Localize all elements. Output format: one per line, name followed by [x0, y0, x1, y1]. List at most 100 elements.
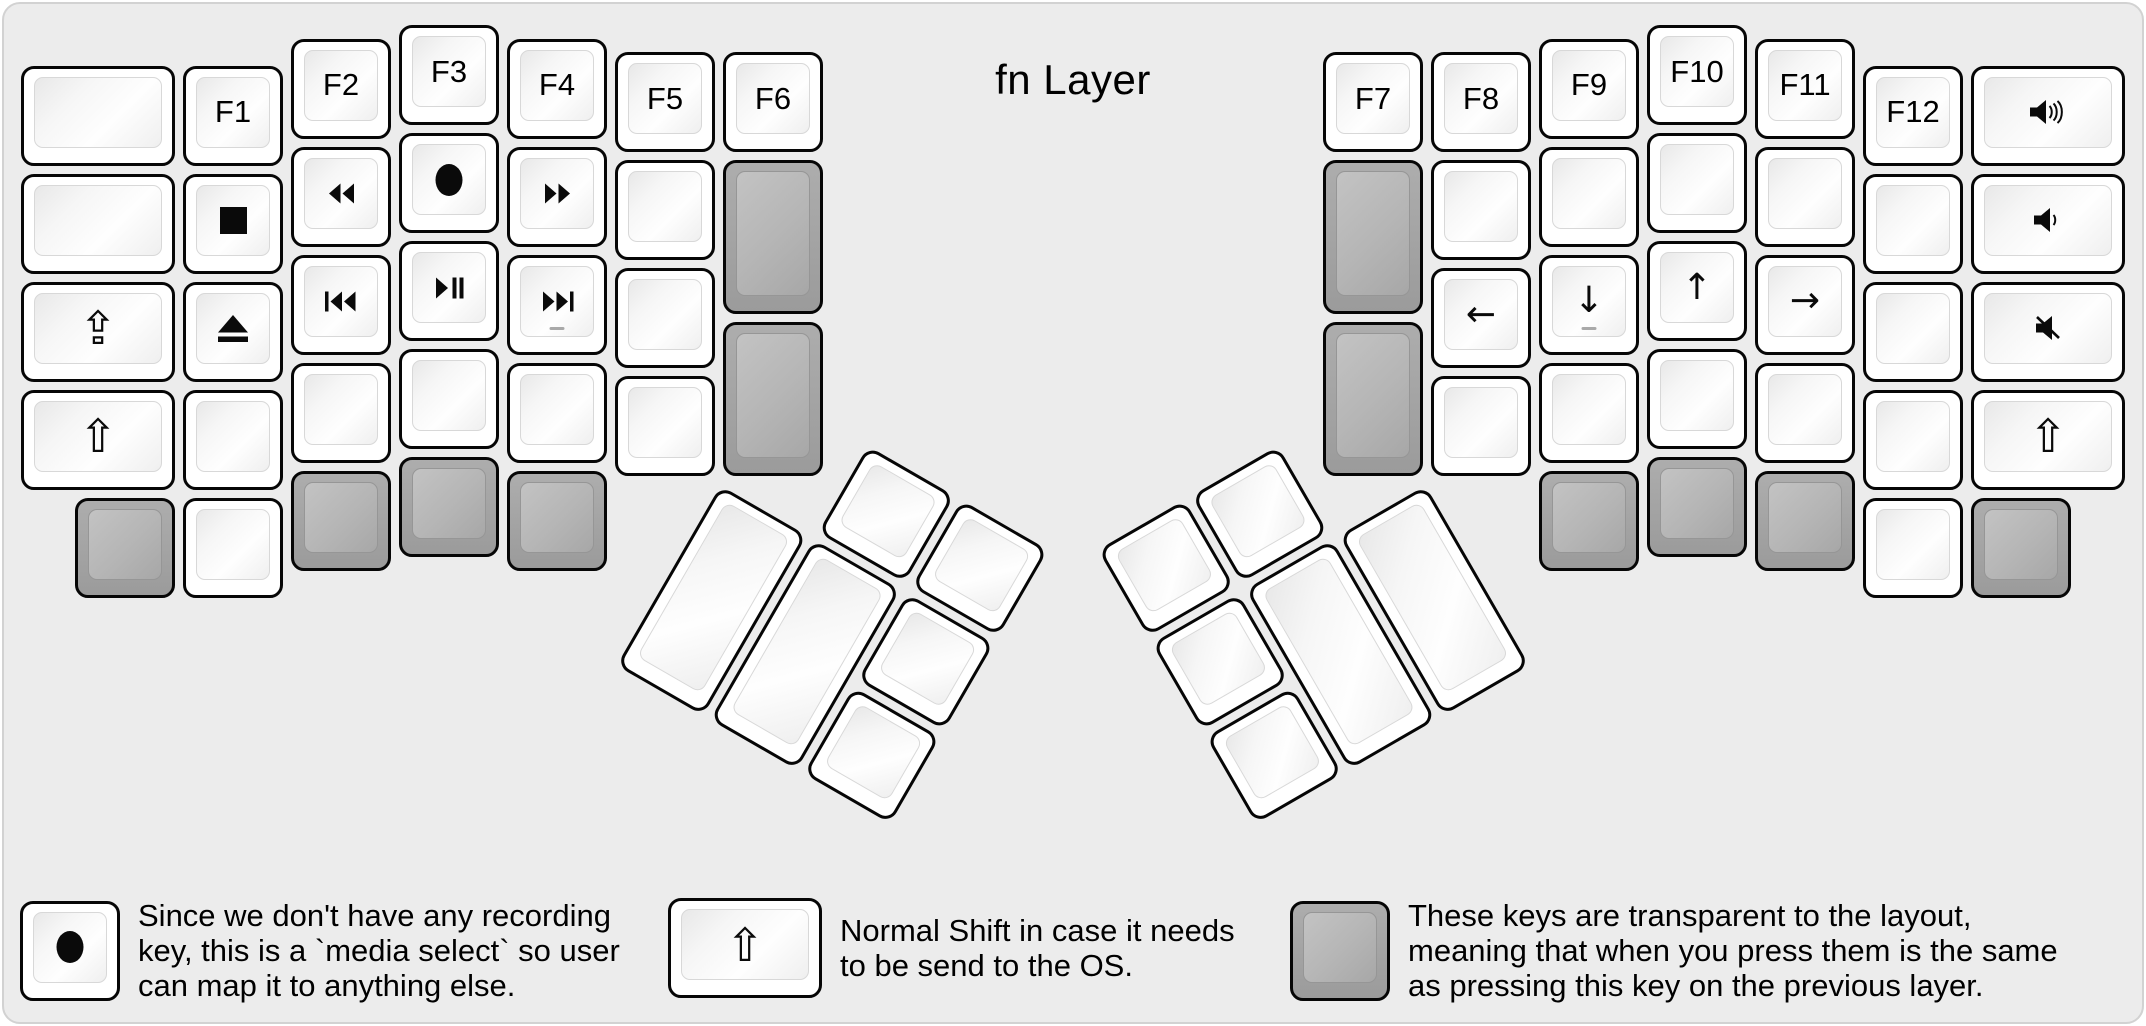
- key-arrow-right[interactable]: →: [1755, 254, 1855, 355]
- key-blank[interactable]: [1863, 173, 1963, 274]
- legend-item-transparent: These keys are transparent to the layout…: [1290, 898, 2058, 1003]
- keycap-surface: [304, 481, 378, 553]
- key-f12[interactable]: F12: [1863, 65, 1963, 166]
- keycap-surface: [520, 265, 594, 337]
- key-f2[interactable]: F2: [291, 38, 391, 139]
- key-blank[interactable]: [615, 160, 715, 260]
- key-shift[interactable]: ⇧: [21, 389, 175, 490]
- keycap-surface: [628, 387, 702, 458]
- keycap-surface: [196, 508, 270, 580]
- keycap-surface: [736, 171, 810, 296]
- key-transparent[interactable]: [1323, 160, 1423, 314]
- key-label: F9: [1570, 67, 1608, 102]
- key-shift[interactable]: ⇧: [1971, 389, 2125, 490]
- key-arrow-down[interactable]: ↓: [1539, 254, 1639, 355]
- keycap-surface: [1660, 144, 1734, 215]
- key-blank[interactable]: [1863, 281, 1963, 382]
- key-f11[interactable]: F11: [1755, 38, 1855, 139]
- keycap-surface: [33, 911, 107, 983]
- keycap-surface: [304, 157, 378, 229]
- key-transparent[interactable]: [1755, 470, 1855, 571]
- key-stop[interactable]: [183, 173, 283, 274]
- key-transparent[interactable]: [1971, 497, 2071, 598]
- key-caps-lock[interactable]: ⇪: [21, 281, 175, 382]
- key-blank[interactable]: [1755, 146, 1855, 247]
- key-label: F5: [646, 80, 684, 116]
- legend-text: Since we don't have any recording key, t…: [138, 898, 620, 1003]
- key-blank[interactable]: [183, 497, 283, 598]
- keycap-surface: [1303, 911, 1377, 983]
- key-volume-down[interactable]: [1971, 173, 2125, 274]
- key-blank[interactable]: [1431, 160, 1531, 260]
- key-f5[interactable]: F5: [615, 52, 715, 152]
- keycap-surface: [1336, 171, 1410, 296]
- key-blank[interactable]: [615, 268, 715, 368]
- keycap-surface: [1114, 515, 1215, 615]
- key-transparent[interactable]: [291, 470, 391, 571]
- key-transparent[interactable]: [1539, 470, 1639, 571]
- key-blank[interactable]: [1755, 362, 1855, 463]
- key-blank[interactable]: [21, 65, 175, 166]
- key-transparent[interactable]: [507, 470, 607, 571]
- shift-icon: ⇧: [725, 917, 765, 972]
- keycap-surface: [1444, 171, 1518, 242]
- legend-item-shift: ⇧ Normal Shift in case it needs to be se…: [668, 898, 1235, 998]
- keycap-surface: [1660, 360, 1734, 431]
- keycap-surface: F3: [412, 36, 486, 107]
- keycap-surface: [1552, 373, 1626, 445]
- key-f6[interactable]: F6: [723, 52, 823, 152]
- key-record[interactable]: [399, 133, 499, 233]
- key-blank[interactable]: [1647, 349, 1747, 449]
- key-blank[interactable]: [1647, 133, 1747, 233]
- key-blank[interactable]: [183, 389, 283, 490]
- key-arrow-up[interactable]: ↑: [1647, 241, 1747, 341]
- key-mute[interactable]: [1971, 281, 2125, 382]
- key-blank[interactable]: [1431, 376, 1531, 476]
- key-transparent[interactable]: [723, 322, 823, 476]
- keycap-surface: [1208, 461, 1308, 561]
- key-rewind[interactable]: [291, 146, 391, 247]
- key-label: F10: [1670, 53, 1724, 89]
- key-blank[interactable]: [1539, 362, 1639, 463]
- key-blank[interactable]: [615, 376, 715, 476]
- caps-lock-icon: ⇪: [78, 301, 118, 355]
- key-transparent[interactable]: [1323, 322, 1423, 476]
- key-f4[interactable]: F4: [507, 38, 607, 139]
- keycap-surface: [196, 184, 270, 256]
- key-fast-forward[interactable]: [507, 146, 607, 247]
- key-f3[interactable]: F3: [399, 25, 499, 125]
- next-track-icon: [541, 291, 574, 312]
- key-play-pause[interactable]: [399, 241, 499, 341]
- record-sample-key: [20, 900, 120, 1001]
- key-next-track[interactable]: [507, 254, 607, 355]
- key-blank[interactable]: [507, 362, 607, 463]
- key-label: F11: [1779, 67, 1831, 102]
- key-prev-track[interactable]: [291, 254, 391, 355]
- key-f1[interactable]: F1: [183, 65, 283, 166]
- prev-track-icon: [324, 291, 358, 312]
- shift-icon: ⇧: [78, 409, 118, 463]
- key-blank[interactable]: [291, 362, 391, 463]
- key-blank[interactable]: [399, 349, 499, 449]
- key-arrow-left[interactable]: ←: [1431, 268, 1531, 368]
- key-f7[interactable]: F7: [1323, 52, 1423, 152]
- key-volume-up[interactable]: [1971, 65, 2125, 166]
- keycap-surface: [628, 171, 702, 242]
- key-transparent[interactable]: [1647, 457, 1747, 557]
- key-blank[interactable]: [1539, 146, 1639, 247]
- key-transparent[interactable]: [399, 457, 499, 557]
- key-eject[interactable]: [183, 281, 283, 382]
- key-transparent[interactable]: [723, 160, 823, 314]
- fast-forward-icon: [543, 183, 572, 204]
- key-transparent[interactable]: [75, 497, 175, 598]
- keycap-surface: [520, 157, 594, 229]
- key-f10[interactable]: F10: [1647, 25, 1747, 125]
- key-blank[interactable]: [1863, 497, 1963, 598]
- keycap-surface: [34, 76, 162, 148]
- key-blank[interactable]: [21, 173, 175, 274]
- key-f8[interactable]: F8: [1431, 52, 1531, 152]
- key-f9[interactable]: F9: [1539, 38, 1639, 139]
- key-blank[interactable]: [1863, 389, 1963, 490]
- transparent-sample-key: [1290, 900, 1390, 1001]
